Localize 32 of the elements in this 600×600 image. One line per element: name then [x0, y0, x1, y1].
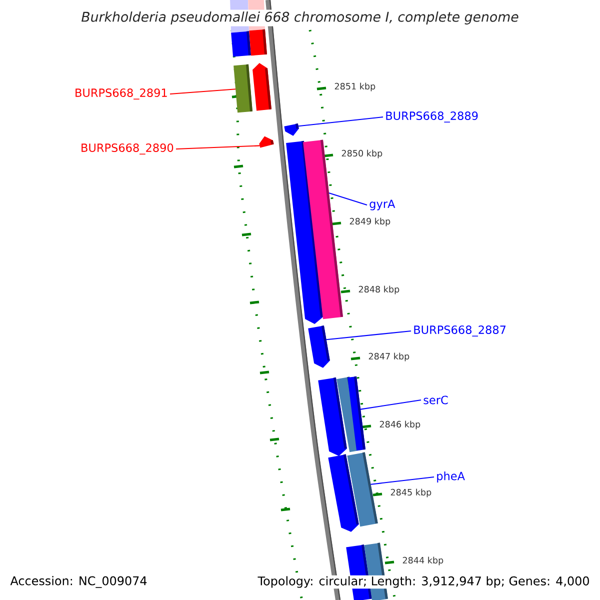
leader-line	[170, 88, 236, 95]
leader-line	[298, 116, 384, 127]
genome-info-text: Topology: circular; Length: 3,912,947 bp; Genes: 4,000	[256, 575, 591, 589]
gene-label: serC	[424, 396, 448, 404]
gene-label: BURPS668_2887	[414, 326, 506, 336]
gene-feature	[308, 325, 330, 368]
gene-feature	[259, 136, 274, 148]
gene-feature	[252, 63, 272, 111]
gene-label: BURPS668_2891	[76, 88, 167, 100]
leader-line	[360, 399, 422, 410]
gene-feature	[347, 452, 378, 527]
leader-line	[370, 476, 434, 485]
title: Burkholderia pseudomallei 668 chromosome I, complete genome	[79, 10, 521, 26]
scale-label: 2845 kbp	[390, 488, 432, 498]
scale-label: 2844 kbp	[402, 556, 444, 566]
accession-text: Accession: NC_009074	[10, 576, 147, 588]
gene-label: BURPS668_2890	[82, 144, 174, 154]
gene-label: pheA	[437, 472, 465, 482]
gene-feature	[284, 123, 299, 136]
gene-feature	[348, 376, 366, 451]
gene-feature	[234, 64, 252, 113]
leader-line	[326, 330, 412, 340]
scale-label: 2848 kbp	[358, 286, 400, 294]
scale-label: 2850 kbp	[342, 150, 382, 158]
scale-label: 2846 kbp	[380, 420, 420, 430]
gene-label: BURPS668_2889	[386, 112, 478, 122]
scale-label: 2847 kbp	[368, 352, 410, 362]
gene-feature	[303, 140, 343, 320]
leader-line	[328, 192, 368, 206]
scale-label: 2851 kbp	[334, 82, 376, 92]
gene-label: gyrA	[370, 200, 396, 210]
leader-line	[176, 145, 260, 150]
